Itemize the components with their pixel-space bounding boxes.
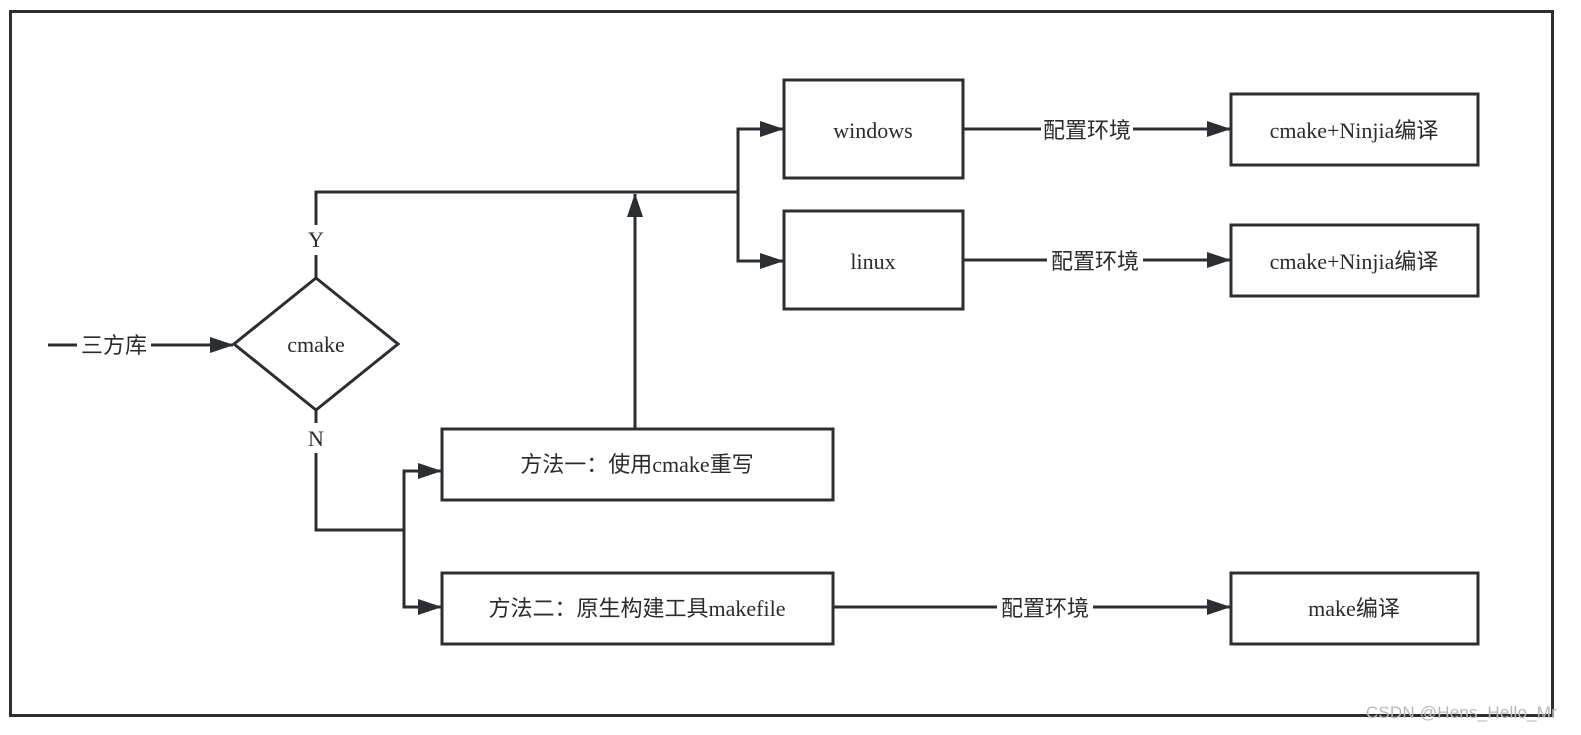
method1-box — [440, 427, 835, 502]
build-linux-box — [1229, 223, 1480, 298]
yes-label: Y — [308, 227, 324, 252]
no-label: N — [308, 426, 324, 451]
decision-label: cmake — [287, 332, 344, 357]
build-make-label: make编译 — [1308, 596, 1400, 621]
method2-box — [440, 571, 835, 646]
edge-no-branch — [314, 410, 404, 532]
watermark: CSDN @Hens_Hello_Mr — [1365, 703, 1557, 722]
linux-box — [782, 209, 965, 311]
edge-to-windows — [736, 121, 784, 192]
decision-diamond — [231, 276, 401, 412]
input-label: 三方库 — [81, 333, 147, 358]
build-make-box — [1229, 571, 1480, 646]
config-env-linux: 配置环境 — [1051, 249, 1139, 274]
build-linux-label: cmake+Ninjia编译 — [1270, 249, 1439, 274]
method1-label: 方法一：使用cmake重写 — [520, 452, 753, 477]
edge-yes-branch — [314, 190, 738, 278]
edge-to-linux — [736, 192, 784, 269]
config-env-windows: 配置环境 — [1043, 118, 1131, 143]
build-windows-box — [1229, 92, 1480, 167]
edge-to-method1 — [402, 463, 442, 530]
windows-label: windows — [833, 118, 912, 143]
linux-label: linux — [850, 249, 895, 274]
edge-to-method2 — [402, 530, 442, 615]
windows-box — [782, 78, 965, 180]
build-windows-label: cmake+Ninjia编译 — [1270, 118, 1439, 143]
method2-label: 方法二：原生构建工具makefile — [489, 596, 786, 621]
config-env-make: 配置环境 — [1001, 596, 1089, 621]
